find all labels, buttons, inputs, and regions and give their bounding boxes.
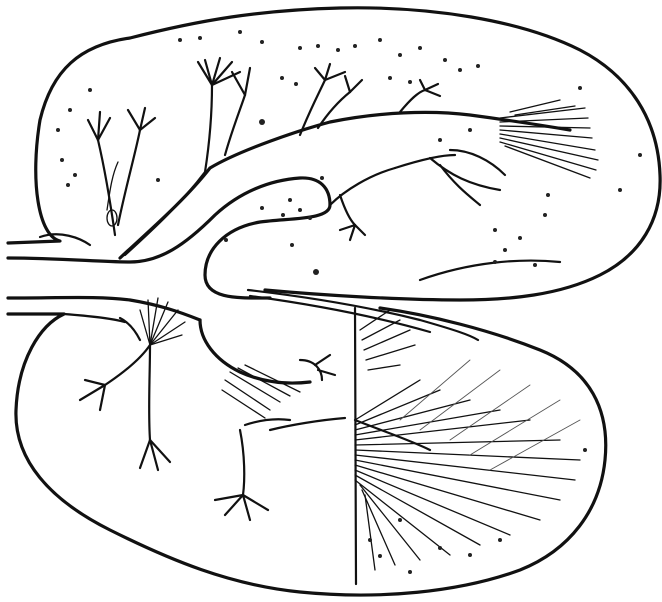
section-cut-line	[355, 308, 356, 584]
lower-stipple-dots	[368, 448, 587, 574]
lower-lobe-outline	[8, 308, 606, 595]
upper-vessel-tree	[88, 58, 598, 258]
upper-lobe-outline	[8, 8, 660, 300]
renal-pelvis-channel	[8, 178, 478, 383]
